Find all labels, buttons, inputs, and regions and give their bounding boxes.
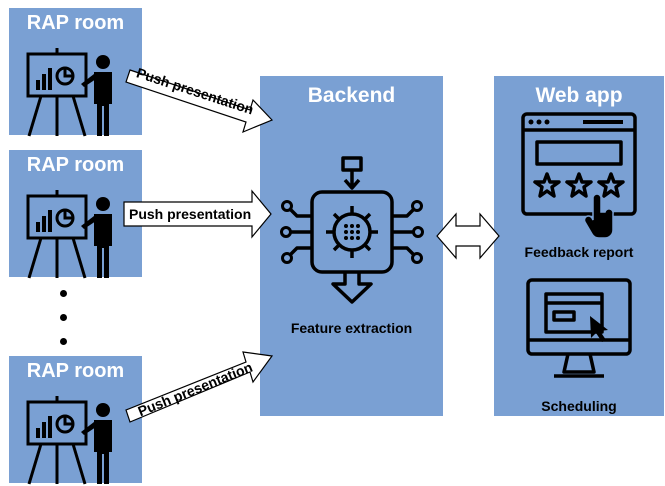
presenter-icon — [26, 190, 112, 279]
rap-room-title: RAP room — [26, 360, 125, 382]
webapp-panel: Web app Feedback report S — [494, 76, 664, 416]
rap-room-title: RAP room — [26, 154, 125, 176]
ai-chip-gear-icon — [280, 156, 424, 304]
push-arrow-3 — [125, 351, 274, 423]
scheduling-caption: Scheduling — [541, 398, 617, 414]
push-arrow-1 — [125, 69, 274, 134]
webapp-title: Web app — [535, 84, 623, 107]
backend-caption: Feature extraction — [290, 320, 413, 336]
presenter-icon — [26, 48, 112, 137]
rap-room-panel-1: RAP room — [9, 8, 142, 137]
rap-room-panel-2: RAP room — [9, 150, 142, 279]
browser-rating-icon — [521, 112, 637, 239]
rap-room-title: RAP room — [26, 12, 125, 34]
backend-panel: Backend — [260, 76, 443, 416]
push-arrow-2 — [123, 189, 272, 239]
monitor-click-icon — [526, 278, 632, 378]
push-arrow-label-2: Push presentation — [129, 206, 252, 222]
bidirectional-arrow — [436, 212, 500, 260]
feedback-caption: Feedback report — [524, 244, 634, 260]
presenter-icon — [26, 396, 112, 485]
backend-title: Backend — [307, 84, 396, 107]
rap-room-panel-3: RAP room — [9, 356, 142, 485]
